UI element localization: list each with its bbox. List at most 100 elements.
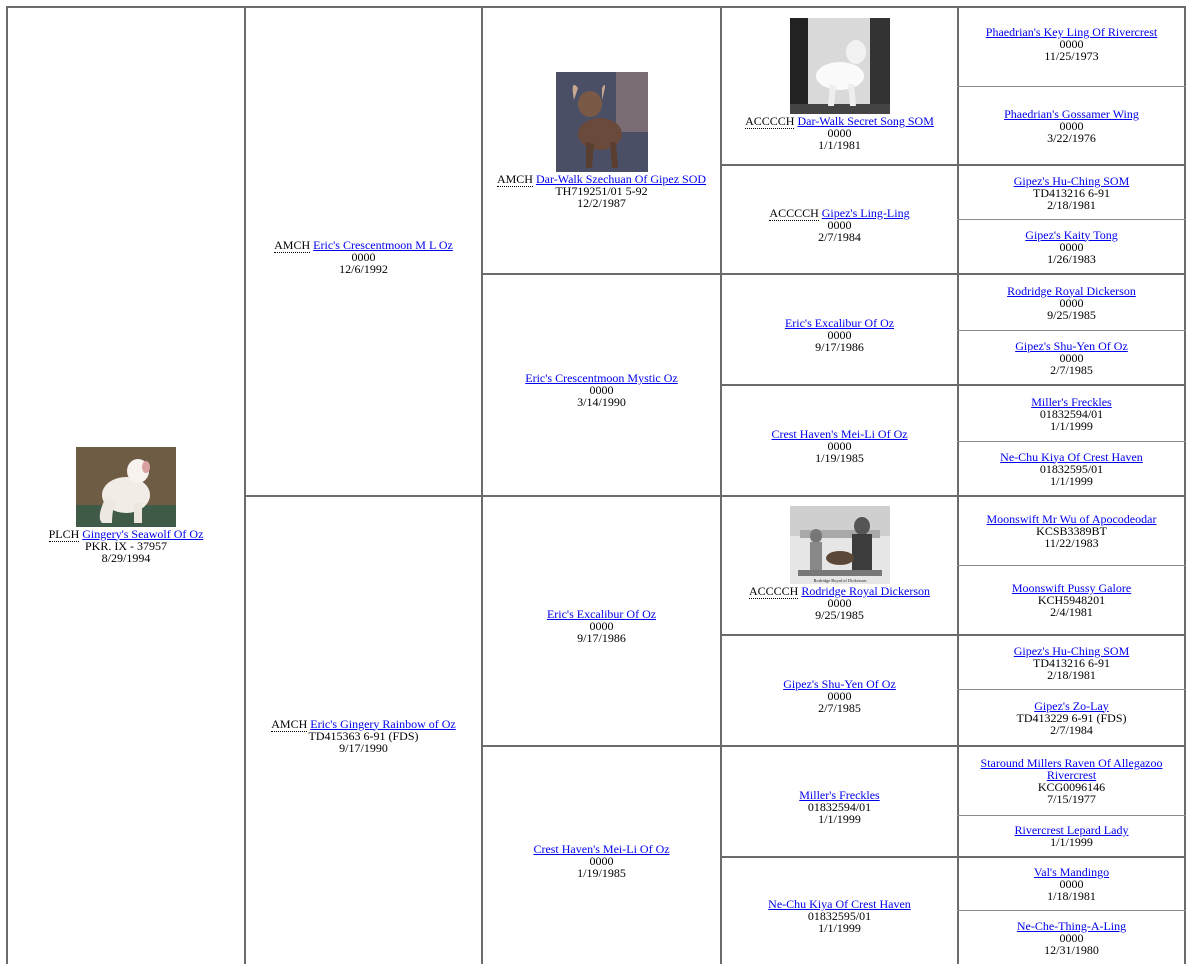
dog-link[interactable]: Gipez's Shu-Yen Of Oz <box>1015 338 1128 353</box>
registration-number: KCG0096146 <box>1037 780 1106 794</box>
pedigree-cell-gen5: Moonswift Mr Wu of Apocodeodar KCSB3389B… <box>959 497 1184 565</box>
registration-number: 0000 <box>827 327 852 342</box>
dog-link[interactable]: Dar-Walk Szechuan Of Gipez SOD <box>535 172 707 186</box>
row-divider <box>957 441 1186 442</box>
pedigree-cell-gen3: AMCH Dar-Walk Szechuan Of Gipez SOD TH71… <box>483 8 720 273</box>
dog-link[interactable]: Moonswift Mr Wu of Apocodeodar <box>986 512 1157 526</box>
dog-link[interactable]: Rodridge Royal Dickerson <box>1007 283 1136 298</box>
registration-number: KCH5948201 <box>1037 593 1106 607</box>
dog-link[interactable]: Eric's Excalibur Of Oz <box>546 607 657 621</box>
column-border-5 <box>1184 6 1186 964</box>
birth-date: 1/1/1999 <box>1050 835 1093 849</box>
pedigree-cell-gen3: Eric's Crescentmoon Mystic Oz 0000 3/14/… <box>483 275 720 495</box>
title-abbr: AMCH <box>496 172 533 187</box>
row-divider <box>957 565 1186 566</box>
pedigree-cell-gen5: Gipez's Hu-Ching SOM TD413216 6-91 2/18/… <box>959 636 1184 689</box>
registration-number: 0000 <box>1059 118 1084 133</box>
dog-link[interactable]: Moonswift Pussy Galore <box>1011 581 1132 595</box>
dog-name-line: ACCCCH Gipez's Ling-Ling <box>769 205 910 221</box>
dog-link[interactable]: Dar-Walk Secret Song SOM <box>797 114 934 128</box>
dog-link[interactable]: Miller's Freckles <box>1031 394 1112 409</box>
dog-link[interactable]: Miller's Freckles <box>799 787 880 802</box>
dog-link[interactable]: Gipez's Hu-Ching SOM <box>1013 173 1130 188</box>
dog-link[interactable]: Ne-Che-Thing-A-Ling <box>1016 918 1127 933</box>
dog-link[interactable]: Gipez's Hu-Ching SOM <box>1013 643 1130 658</box>
birth-date: 2/7/1984 <box>1050 722 1093 737</box>
birth-date: 9/17/1986 <box>815 339 864 354</box>
dog-link[interactable]: Ne-Chu Kiya Of Crest Haven <box>768 897 911 911</box>
birth-date: 1/1/1981 <box>818 138 861 152</box>
dog-link[interactable]: Eric's Crescentmoon M L Oz <box>313 237 453 252</box>
dog-link[interactable]: Gipez's Kaity Tong <box>1025 227 1118 242</box>
dog-name-line: ACCCCH Rodridge Royal Dickerson <box>748 584 930 599</box>
registration-number: 0000 <box>827 596 852 610</box>
title-abbr: ACCCCH <box>748 584 799 599</box>
birth-date: 12/31/1980 <box>1044 942 1099 957</box>
row-divider <box>957 330 1186 331</box>
registration-number: TD415363 6-91 (FDS) <box>308 728 419 743</box>
column-border-0 <box>6 6 8 964</box>
registration-number: 01832594/01 <box>1039 406 1104 421</box>
registration-number: 0000 <box>589 853 614 868</box>
registration-number: 0000 <box>1059 350 1084 365</box>
birth-date: 3/22/1976 <box>1047 130 1096 145</box>
dog-link[interactable]: Crest Haven's Mei-Li Of Oz <box>533 841 670 856</box>
dog-link[interactable]: Phaedrian's Key Ling Of Rivercrest <box>985 25 1158 39</box>
pedigree-cell-gen5: Val's Mandingo 0000 1/18/1981 <box>959 858 1184 910</box>
birth-date: 1/1/1999 <box>1050 418 1093 433</box>
registration-number: TD413216 6-91 <box>1033 655 1110 670</box>
pedigree-cell-gen4: Miller's Freckles 01832594/01 1/1/1999 <box>722 747 957 856</box>
dog-link[interactable]: Gipez's Zo-Lay <box>1034 698 1109 713</box>
dog-link[interactable]: Eric's Gingery Rainbow of Oz <box>310 716 456 731</box>
row-divider <box>720 634 1186 636</box>
column-border-1 <box>244 6 246 964</box>
title-abbr: AMCH <box>274 237 311 253</box>
dog-link[interactable]: Eric's Crescentmoon Mystic Oz <box>525 371 678 385</box>
dog-link[interactable]: Ne-Chu Kiya Of Crest Haven <box>1000 449 1143 464</box>
pedigree-cell-gen5: Ne-Chu Kiya Of Crest Haven 01832595/01 1… <box>959 442 1184 495</box>
birth-date: 2/7/1985 <box>1050 362 1093 377</box>
registration-number: 0000 <box>827 217 852 232</box>
pedigree-cell-gen5: Phaedrian's Gossamer Wing 0000 3/22/1976 <box>959 87 1184 164</box>
pedigree-cell-gen4: ACCCCH Dar-Walk Secret Song SOM 0000 1/1… <box>722 8 957 164</box>
registration-number: 0000 <box>1059 877 1084 891</box>
dog-link[interactable]: Val's Mandingo <box>1033 865 1110 879</box>
row-divider <box>244 495 1186 497</box>
dog-link[interactable]: Eric's Excalibur Of Oz <box>784 315 895 330</box>
dog-show-photo: Rodridge Royal of Dickerson <box>789 506 890 584</box>
dog-name-line: PLCH Gingery's Seawolf Of Oz <box>48 526 204 542</box>
dog-link[interactable]: Staround Millers Raven Of Allegazoo Rive… <box>980 756 1163 782</box>
dog-link[interactable]: Rivercrest Lepard Lady <box>1014 823 1129 837</box>
pedigree-cell-gen5: Gipez's Kaity Tong 0000 1/26/1983 <box>959 220 1184 273</box>
birth-date: 2/7/1984 <box>818 229 861 244</box>
pedigree-cell-gen3: Eric's Excalibur Of Oz 0000 9/17/1986 <box>483 497 720 745</box>
birth-date: 1/26/1983 <box>1047 251 1096 266</box>
dog-link[interactable]: Gingery's Seawolf Of Oz <box>82 526 204 541</box>
pedigree-cell-gen4: ACCCCH Gipez's Ling-Ling 0000 2/7/1984 <box>722 166 957 273</box>
dog-link[interactable]: Crest Haven's Mei-Li Of Oz <box>771 426 908 441</box>
birth-date: 1/18/1981 <box>1047 889 1096 903</box>
row-divider <box>481 273 1186 275</box>
dog-name-line: AMCH Dar-Walk Szechuan Of Gipez SOD <box>492 172 712 187</box>
row-divider <box>481 745 1186 747</box>
title-abbr: ACCCCH <box>769 205 819 221</box>
row-divider <box>957 86 1186 87</box>
dog-link[interactable]: Gipez's Shu-Yen Of Oz <box>783 676 896 691</box>
dog-link[interactable]: Phaedrian's Gossamer Wing <box>1004 106 1139 121</box>
dog-name-line: ACCCCH Dar-Walk Secret Song SOM <box>745 114 934 129</box>
dog-link[interactable]: Gipez's Ling-Ling <box>821 205 910 220</box>
dog-link[interactable]: Rodridge Royal Dickerson <box>801 584 930 598</box>
dog-name-line: AMCH Eric's Crescentmoon M L Oz <box>274 237 453 253</box>
birth-date: 9/25/1985 <box>1047 307 1096 322</box>
dog-name-line: Miller's Freckles <box>799 789 879 801</box>
birth-date: 2/18/1981 <box>1047 667 1096 682</box>
birth-date: 1/1/1999 <box>818 921 861 935</box>
birth-date: 2/7/1985 <box>818 700 861 715</box>
birth-date: 1/1/1999 <box>818 811 861 826</box>
dog-photo <box>555 72 648 172</box>
registration-number: PKR. IX - 37957 <box>84 538 167 553</box>
registration-number: 0000 <box>827 438 852 453</box>
pedigree-cell-gen5: Rivercrest Lepard Lady 1/1/1999 <box>959 816 1184 856</box>
birth-date: 2/4/1981 <box>1050 605 1093 619</box>
pedigree-cell-gen5: Ne-Che-Thing-A-Ling 0000 12/31/1980 <box>959 911 1184 964</box>
